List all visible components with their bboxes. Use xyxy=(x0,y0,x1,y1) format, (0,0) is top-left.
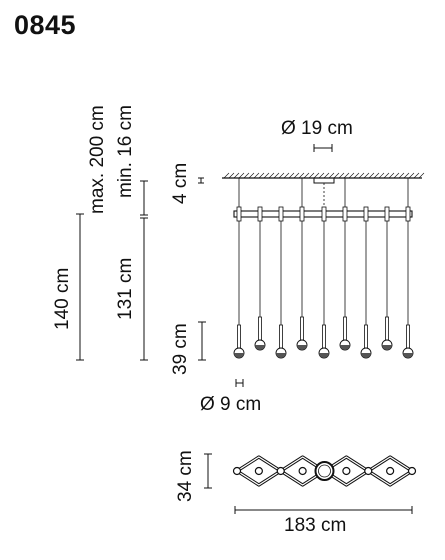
pendant-diameter-label: Ø 9 cm xyxy=(200,394,262,415)
frame-width-dimension-line xyxy=(234,506,413,514)
canopy-height-dimension-line xyxy=(198,177,204,184)
pendant xyxy=(381,206,393,351)
cable-length-dimension-line xyxy=(140,217,148,361)
canopy xyxy=(313,177,335,184)
min-height-dimension-line xyxy=(140,180,148,216)
canopy-diameter-label: Ø 19 cm xyxy=(281,118,353,139)
pendant xyxy=(318,206,330,359)
overall-drop-dimension-line xyxy=(76,213,84,361)
pendant xyxy=(275,206,287,359)
frame-width-label: 183 cm xyxy=(284,515,347,536)
pendant xyxy=(254,206,266,351)
product-code: 0845 xyxy=(14,10,77,40)
pendant-diameter-dimension-line xyxy=(235,379,244,387)
suspension-wires xyxy=(238,178,409,210)
canopy-diameter-dimension-line xyxy=(313,144,333,152)
pendant xyxy=(233,206,245,359)
pendants xyxy=(233,206,414,359)
pendant-height-dimension-line xyxy=(198,321,206,361)
frame-depth-dimension-line xyxy=(204,453,212,489)
pendant xyxy=(360,206,372,359)
pendant xyxy=(402,206,414,359)
ceiling-line xyxy=(222,172,425,179)
plan-view-lattice xyxy=(232,455,417,487)
pendant xyxy=(296,206,308,351)
pendant xyxy=(339,206,351,351)
